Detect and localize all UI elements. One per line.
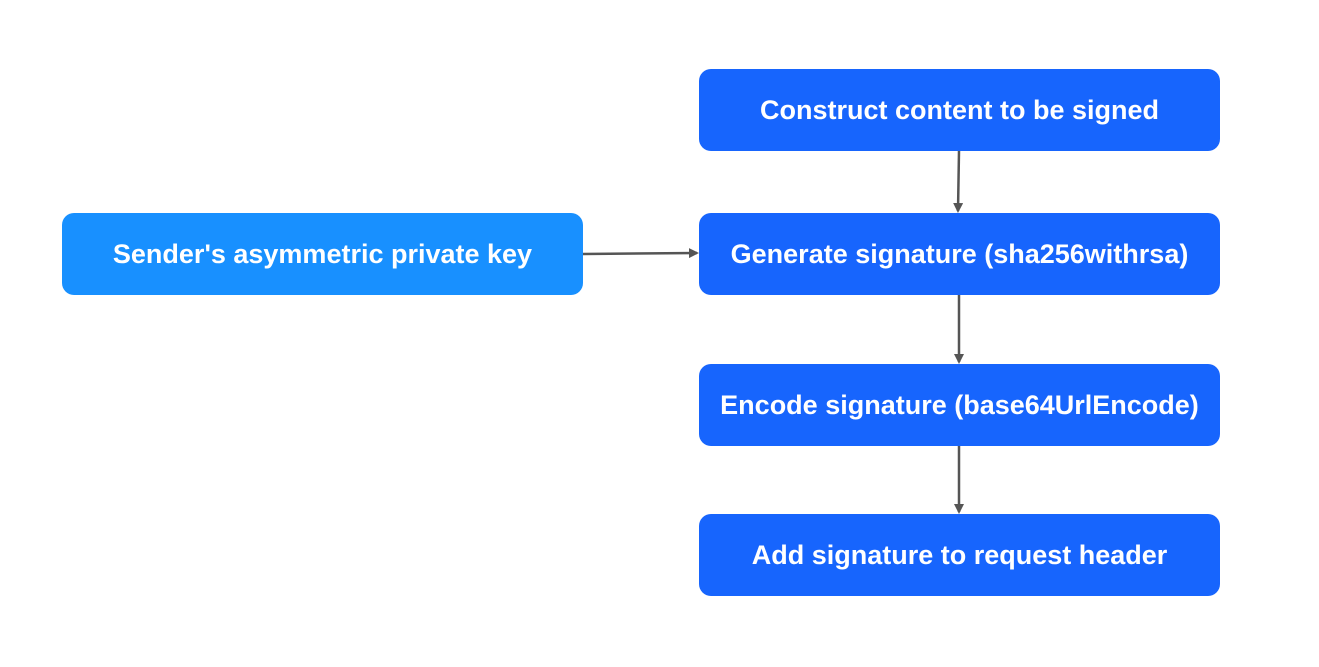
node-private-key: Sender's asymmetric private key bbox=[62, 213, 583, 295]
node-add-signature-header: Add signature to request header bbox=[699, 514, 1220, 596]
arrow-key-to-generate bbox=[582, 248, 699, 259]
node-construct-content: Construct content to be signed bbox=[699, 69, 1220, 151]
arrow-construct-to-generate bbox=[953, 150, 964, 213]
node-encode-signature: Encode signature (base64UrlEncode) bbox=[699, 364, 1220, 446]
node-generate-signature: Generate signature (sha256withrsa) bbox=[699, 213, 1220, 295]
